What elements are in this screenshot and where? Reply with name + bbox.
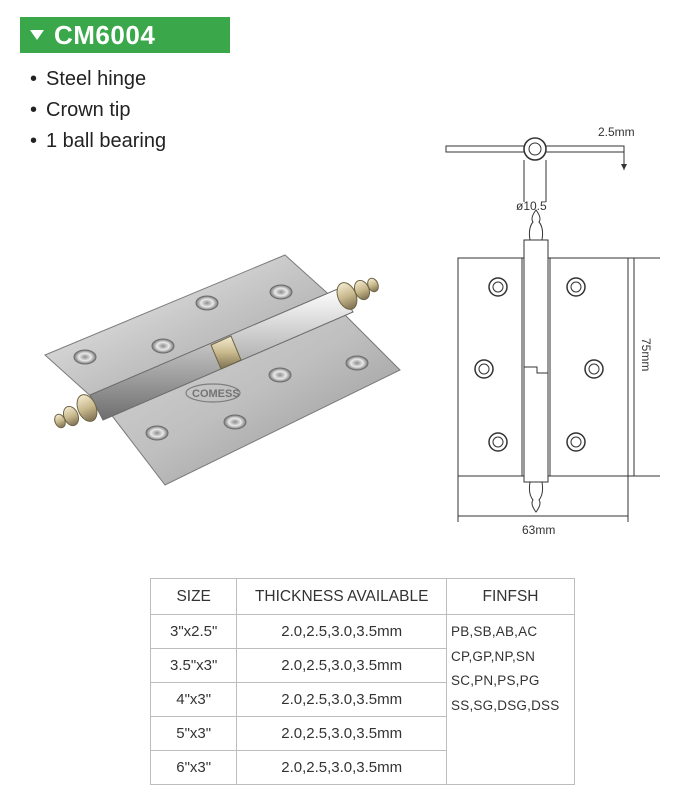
feature-list: •Steel hinge •Crown tip •1 ball bearing (30, 64, 166, 157)
bullet-icon: • (30, 99, 38, 121)
product-title-bar: CM6004 (20, 17, 230, 53)
thickness-label: 2.5mm (598, 125, 635, 139)
finish-cell: PB,SB,AB,AC CP,GP,NP,SN SC,PN,PS,PG SS,S… (446, 614, 575, 785)
table-header-row: SIZE THICKNESS AVAILABLE FINFSH (149, 578, 575, 615)
table-row: 6"x3" 2.0,2.5,3.0,3.5mm (149, 750, 575, 785)
crown-tip-right (336, 277, 379, 310)
thickness-cell: 2.0,2.5,3.0,3.5mm (236, 682, 448, 717)
size-cell: 6"x3" (149, 750, 238, 785)
thickness-cell: 2.0,2.5,3.0,3.5mm (236, 716, 448, 751)
width-label: 63mm (522, 523, 555, 537)
comess-logo: COMESS (185, 383, 241, 403)
crown-tip-left (54, 394, 98, 429)
hinge-photo: COMESS (44, 254, 401, 486)
bullet-icon: • (30, 130, 38, 152)
thickness-cell: 2.0,2.5,3.0,3.5mm (236, 614, 448, 649)
table-row: 5"x3" 2.0,2.5,3.0,3.5mm (149, 716, 575, 751)
technical-drawing: 2.5mm ø10.5 75mm 63mm (445, 125, 660, 537)
feature-item: •Steel hinge (30, 64, 166, 95)
finish-line: SC,PN,PS,PG (451, 673, 540, 688)
size-cell: 3"x2.5" (149, 614, 238, 649)
col-header-thickness: THICKNESS AVAILABLE (236, 578, 448, 615)
col-header-finish: FINFSH (446, 578, 575, 615)
height-label: 75mm (639, 338, 653, 371)
product-code: CM6004 (54, 19, 156, 50)
thickness-cell: 2.0,2.5,3.0,3.5mm (236, 750, 448, 785)
size-cell: 5"x3" (149, 716, 238, 751)
col-header-size: SIZE (149, 578, 238, 615)
feature-item: •Crown tip (30, 95, 166, 126)
table-row: 4"x3" 2.0,2.5,3.0,3.5mm (149, 682, 575, 717)
thickness-cell: 2.0,2.5,3.0,3.5mm (236, 648, 448, 683)
spec-table: SIZE THICKNESS AVAILABLE FINFSH 3"x2.5" … (149, 578, 575, 785)
table-row: 3"x2.5" 2.0,2.5,3.0,3.5mm PB,SB,AB,AC CP… (149, 614, 575, 785)
table-row: 3.5"x3" 2.0,2.5,3.0,3.5mm (149, 648, 575, 683)
finish-line: PB,SB,AB,AC (451, 624, 538, 639)
size-cell: 3.5"x3" (149, 648, 238, 683)
feature-item: •1 ball bearing (30, 126, 166, 157)
finish-line: CP,GP,NP,SN (451, 648, 536, 664)
finish-line: SS,SG,DSG,DSS (451, 697, 560, 713)
size-cell: 4"x3" (149, 682, 238, 717)
bullet-icon: • (30, 68, 38, 90)
svg-text:COMESS: COMESS (192, 388, 240, 400)
triangle-down-icon (30, 30, 44, 40)
diameter-label: ø10.5 (516, 199, 547, 213)
screw-holes (73, 284, 369, 441)
